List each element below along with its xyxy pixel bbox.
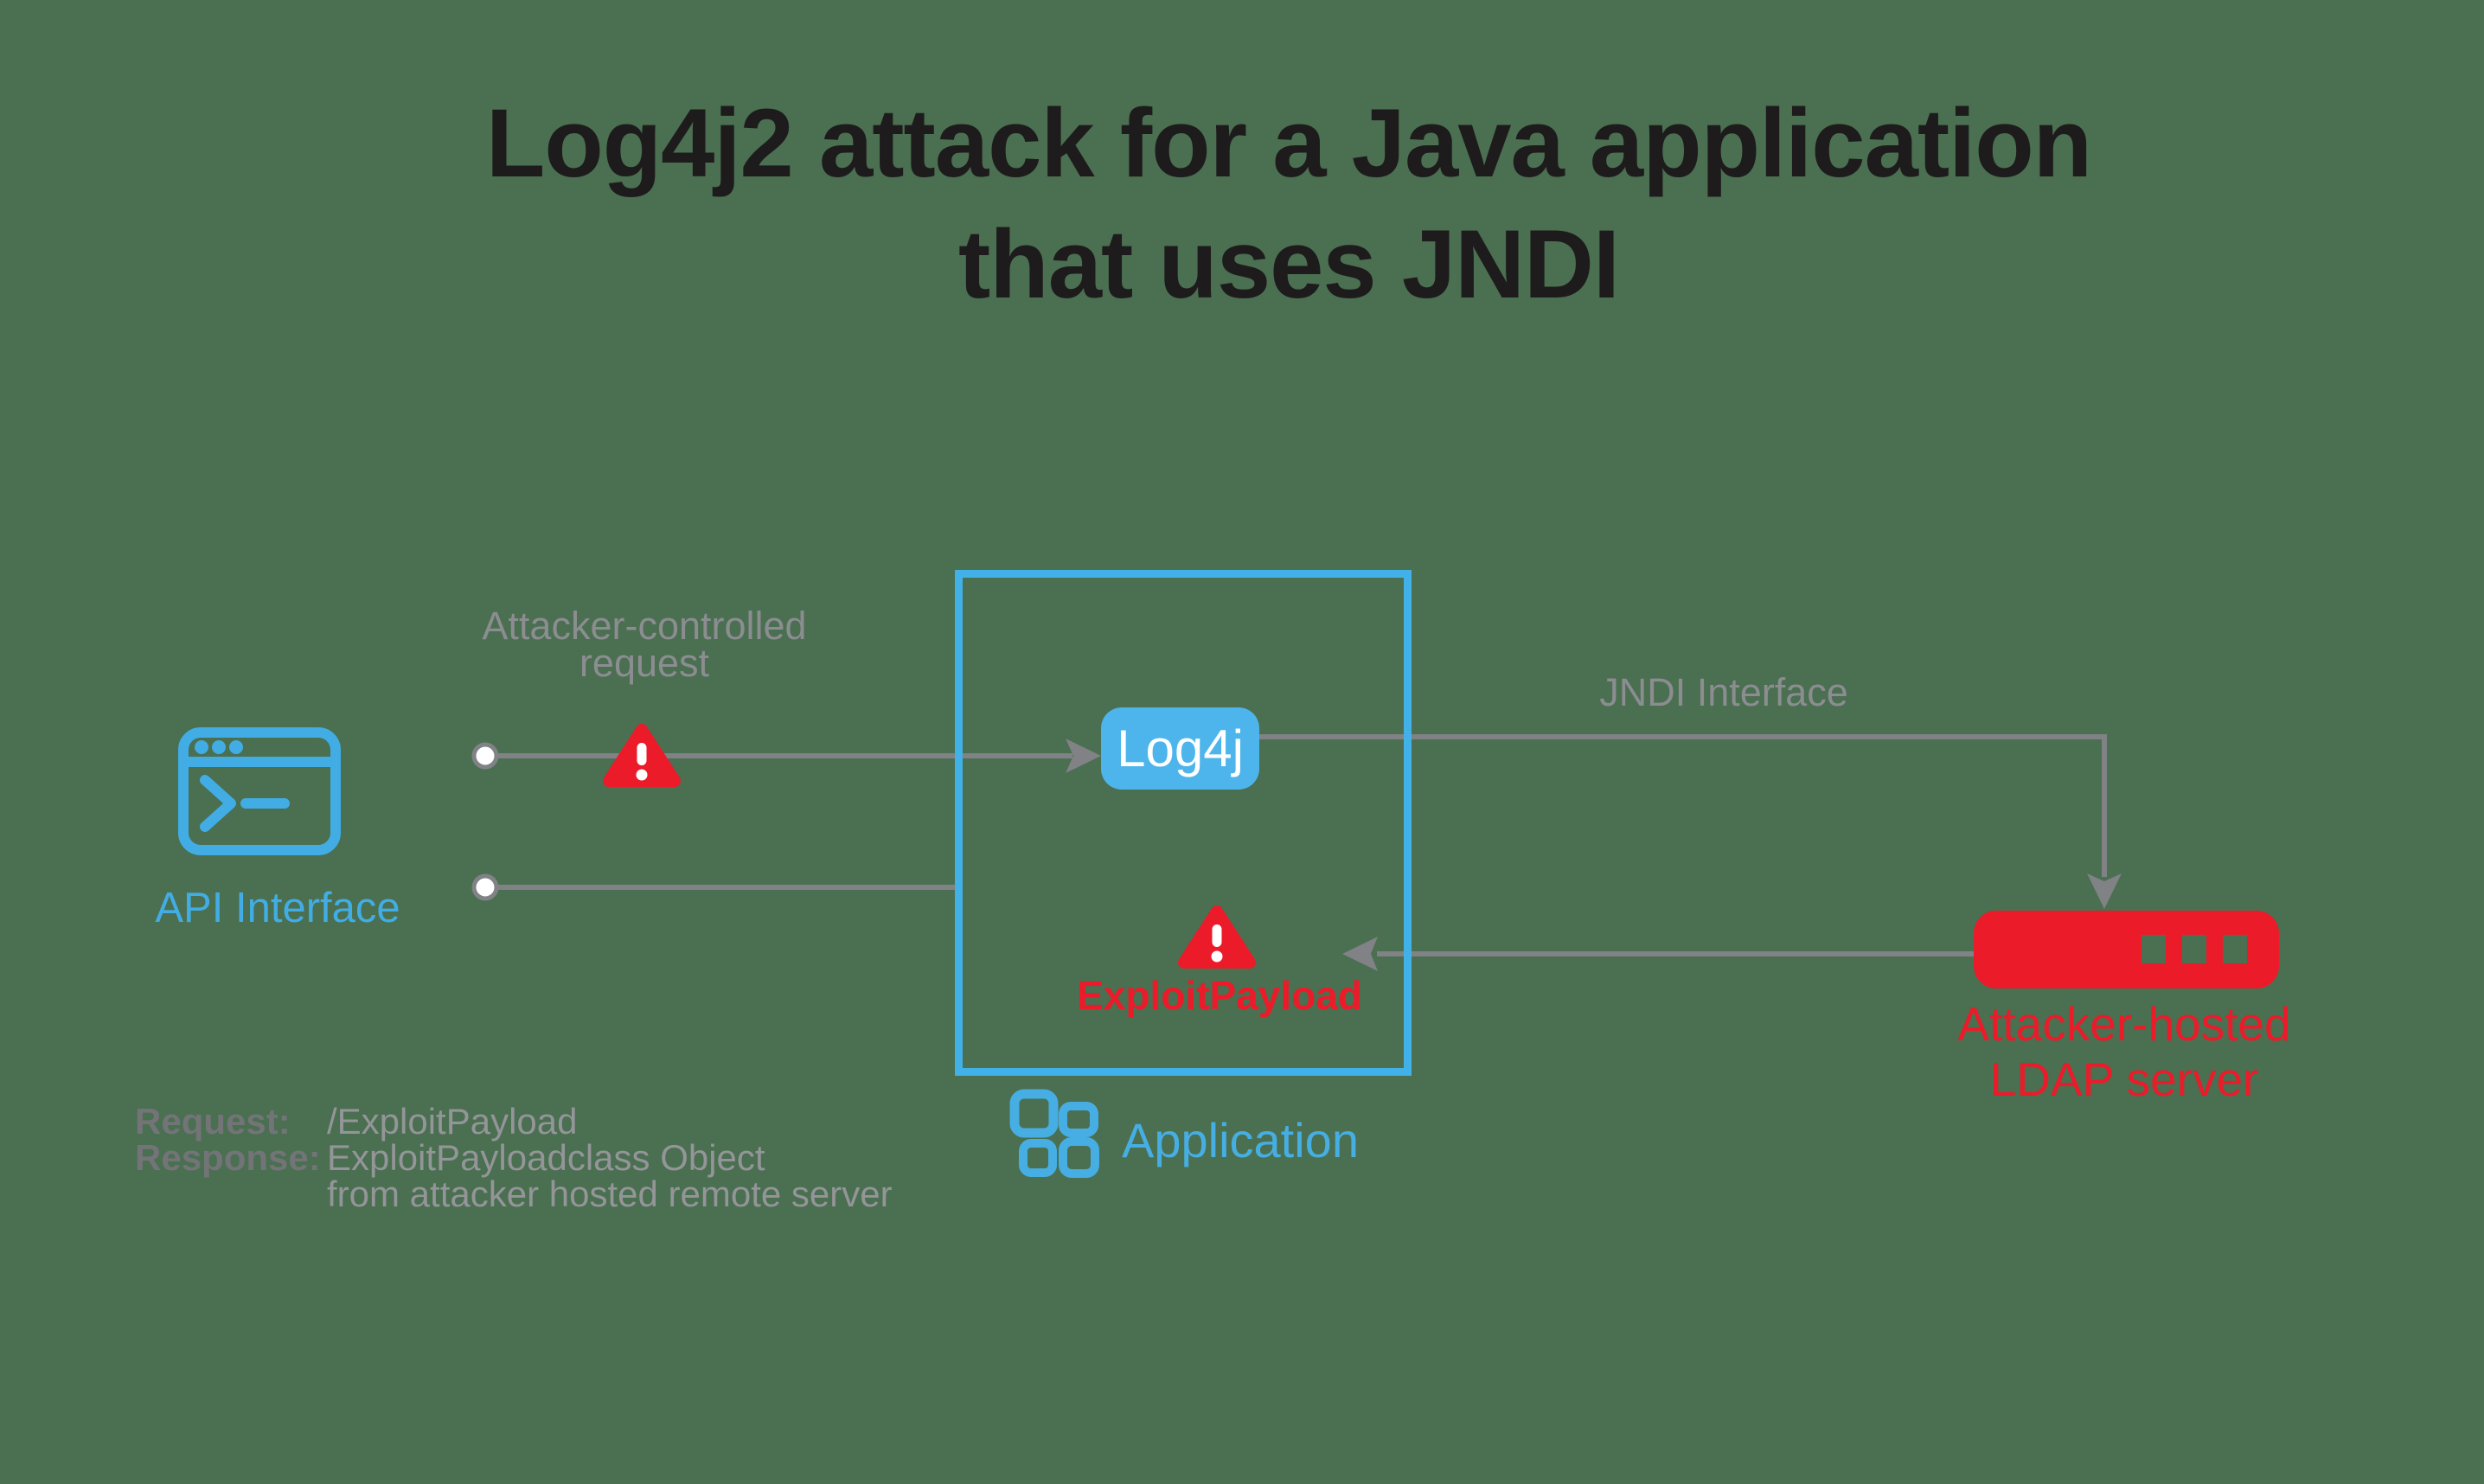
- legend-request-row: Request: /ExploitPayload: [135, 1103, 893, 1140]
- attacker-request-label-line2: request: [579, 641, 710, 685]
- jndi-arrowhead: [2087, 873, 2122, 909]
- attacker-request-label-line1: Attacker-controlled: [482, 604, 807, 648]
- attacker-request-label: Attacker-controlled request: [482, 604, 807, 685]
- page-title: Log4j2 attack for a Java application tha…: [485, 83, 2092, 325]
- attacker-request-endpoint: [471, 742, 499, 770]
- exploit-warning-icon: [1178, 905, 1256, 969]
- server-vent: [2182, 935, 2206, 963]
- jndi-connector: [1259, 734, 2107, 877]
- response-value-line2: from attacker hosted remote server: [327, 1174, 893, 1214]
- request-label: Request:: [135, 1101, 291, 1142]
- attacker-request-arrowhead: [1066, 739, 1101, 773]
- request-response-legend: Request: /ExploitPayload Response: Explo…: [135, 1103, 893, 1212]
- app-grid-icon: [1009, 1089, 1099, 1178]
- response-label-spacer: [135, 1176, 327, 1212]
- request-value: /ExploitPayload: [327, 1101, 578, 1142]
- response-label: Response:: [135, 1137, 321, 1178]
- api-interface-label: API Interface: [155, 885, 400, 931]
- legend-response-row: Response: ExploitPayloadclass Object: [135, 1140, 893, 1176]
- request-endpoint: [471, 873, 499, 901]
- api-terminal-icon: [178, 727, 341, 855]
- exploit-payload-label: ExploitPayload: [1077, 973, 1362, 1018]
- ldap-server-label-line2: LDAP server: [1989, 1052, 2259, 1106]
- ldap-server-label-line1: Attacker-hosted: [1957, 997, 2291, 1051]
- server-vent: [2141, 935, 2166, 963]
- log4j-badge-label: Log4j: [1117, 720, 1244, 777]
- page-title-line2: that uses JNDI: [958, 210, 1620, 318]
- legend-response-row2: from attacker hosted remote server: [135, 1176, 893, 1212]
- application-box: [955, 570, 1412, 1076]
- jndi-interface-label: JNDI Interface: [1599, 670, 1848, 714]
- warning-icon: [603, 724, 681, 787]
- ldap-server-icon: [1974, 911, 2279, 988]
- response-arrowhead: [1342, 937, 1378, 971]
- server-vent: [2223, 935, 2247, 963]
- log4j-badge: Log4j: [1101, 707, 1259, 790]
- page-title-line1: Log4j2 attack for a Java application: [485, 89, 2092, 197]
- response-value-line1: ExploitPayloadclass Object: [327, 1137, 765, 1178]
- ldap-server-label: Attacker-hosted LDAP server: [1957, 996, 2290, 1107]
- application-label: Application: [1122, 1113, 1359, 1167]
